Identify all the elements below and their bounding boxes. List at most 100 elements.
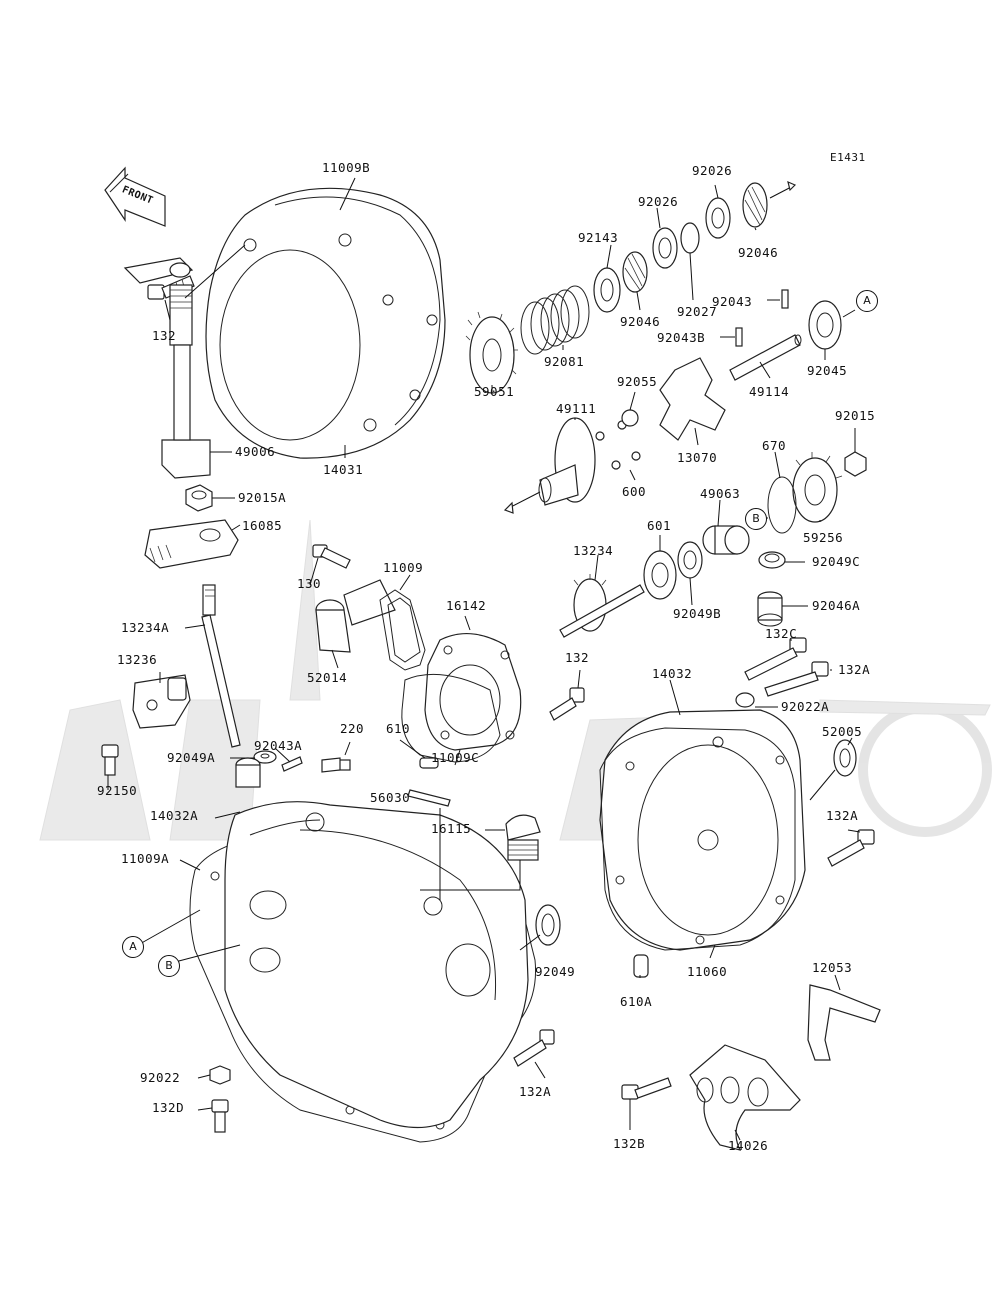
nut-92015a-icon [185, 484, 213, 512]
gasket-11060-icon [599, 727, 796, 951]
part-label-92026-top: 92026 [692, 163, 733, 178]
part-label-49006: 49006 [235, 444, 276, 459]
part-label-92043B: 92043B [657, 330, 706, 345]
part-label-92055: 92055 [617, 374, 658, 389]
washer-92026-icon [652, 227, 678, 269]
reference-marker-b-mid: B [745, 508, 767, 530]
reference-marker-b-left: B [158, 955, 180, 977]
shaft-13234a-icon [201, 584, 241, 748]
nut-92022-icon [209, 1065, 231, 1085]
part-label-16115: 16115 [431, 821, 472, 836]
part-label-11060: 11060 [687, 964, 728, 979]
bracket-12053-icon [807, 984, 881, 1061]
gear-59256-icon [792, 452, 843, 523]
bearing-601-icon [643, 550, 677, 600]
crankcase-cover-right [599, 709, 806, 951]
part-label-92049B: 92049B [673, 606, 722, 621]
part-label-14031: 14031 [323, 462, 364, 477]
part-label-92022: 92022 [140, 1070, 181, 1085]
part-label-56030: 56030 [370, 790, 411, 805]
pin-610a-icon [633, 954, 649, 978]
leader-lines [107, 177, 861, 1141]
pin-92043b-icon [735, 327, 743, 347]
bolt-132d-icon [211, 1099, 229, 1133]
part-label-132D: 132D [152, 1100, 185, 1115]
pump-cover-16142-icon [424, 632, 522, 751]
front-arrow-icon [104, 166, 166, 227]
part-label-16085: 16085 [242, 518, 283, 533]
part-label-92049A: 92049A [167, 750, 216, 765]
bolt-220-icon [321, 757, 351, 773]
lever-49006-icon [123, 257, 211, 479]
reference-code: E1431 [830, 151, 866, 164]
bolt-132b-icon [621, 1077, 672, 1100]
bolt-132a-right-icon [827, 829, 875, 867]
guard-14026-icon [689, 1044, 801, 1151]
part-label-49114: 49114 [749, 384, 790, 399]
part-label-92081: 92081 [544, 354, 585, 369]
part-label-49111: 49111 [556, 401, 597, 416]
part-label-13234A: 13234A [121, 620, 170, 635]
ring-92055-icon [621, 409, 639, 427]
part-label-132: 132 [152, 328, 177, 343]
shaft-49114-icon [729, 334, 802, 381]
reference-marker-a-left: A [122, 936, 144, 958]
part-label-11009: 11009 [383, 560, 424, 575]
part-label-132B: 132B [613, 1136, 646, 1151]
bolt-92150-icon [101, 744, 119, 776]
part-label-92045: 92045 [807, 363, 848, 378]
part-label-92043: 92043 [712, 294, 753, 309]
part-label-59256: 59256 [803, 530, 844, 545]
seal-92049b-icon [677, 541, 703, 579]
part-label-11009C: 11009C [431, 750, 480, 765]
part-label-601: 601 [647, 518, 672, 533]
part-label-11009B: 11009B [322, 160, 371, 175]
pin-92043-icon [781, 289, 789, 309]
part-label-92022A: 92022A [781, 699, 830, 714]
ring-670-icon [767, 476, 797, 534]
bolt-132-pump-icon [549, 687, 585, 721]
part-label-92015: 92015 [835, 408, 876, 423]
seal-92049c-icon [758, 551, 786, 569]
pin-92043a-icon [281, 756, 303, 772]
part-label-132A-upper: 132A [838, 662, 871, 677]
shaft-49111-icon [503, 417, 596, 514]
washer-92027-icon [680, 222, 700, 254]
part-label-14026: 14026 [728, 1138, 769, 1153]
part-label-92027: 92027 [677, 304, 718, 319]
spacer-49063-icon [702, 525, 750, 555]
part-label-600: 600 [622, 484, 647, 499]
crankcase-cover-left [224, 801, 529, 1129]
reference-marker-a-top: A [856, 290, 878, 312]
bushing-14032a-icon [235, 757, 261, 788]
part-label-132A-right: 132A [826, 808, 859, 823]
balls-600-icon [595, 420, 641, 470]
part-label-92015A: 92015A [238, 490, 287, 505]
part-label-52005: 52005 [822, 724, 863, 739]
pipe-52014-icon [315, 579, 396, 653]
part-label-610: 610 [386, 721, 411, 736]
part-label-14032A: 14032A [150, 808, 199, 823]
part-label-59051: 59051 [474, 384, 515, 399]
seal-52005-icon [833, 739, 857, 777]
gear-59051-icon [465, 311, 518, 394]
part-13070-icon [659, 357, 726, 441]
bolt-130-icon [312, 544, 351, 569]
part-label-92046A: 92046A [812, 598, 861, 613]
washer-92049a-icon [253, 750, 277, 764]
spring-92081-icon [520, 285, 590, 355]
bearing-92143-icon [593, 267, 621, 313]
part-label-610A: 610A [620, 994, 653, 1009]
seal-92049-icon [535, 904, 561, 946]
part-label-49063: 49063 [700, 486, 741, 501]
part-label-92143: 92143 [578, 230, 619, 245]
part-label-52014: 52014 [307, 670, 348, 685]
bearing-92045-icon [808, 300, 842, 350]
part-label-92150: 92150 [97, 783, 138, 798]
part-label-11009A: 11009A [121, 851, 170, 866]
clutch-cover-outer [205, 187, 446, 459]
washer-92022a-icon [735, 692, 755, 708]
gasket-11009-icon [379, 589, 426, 671]
